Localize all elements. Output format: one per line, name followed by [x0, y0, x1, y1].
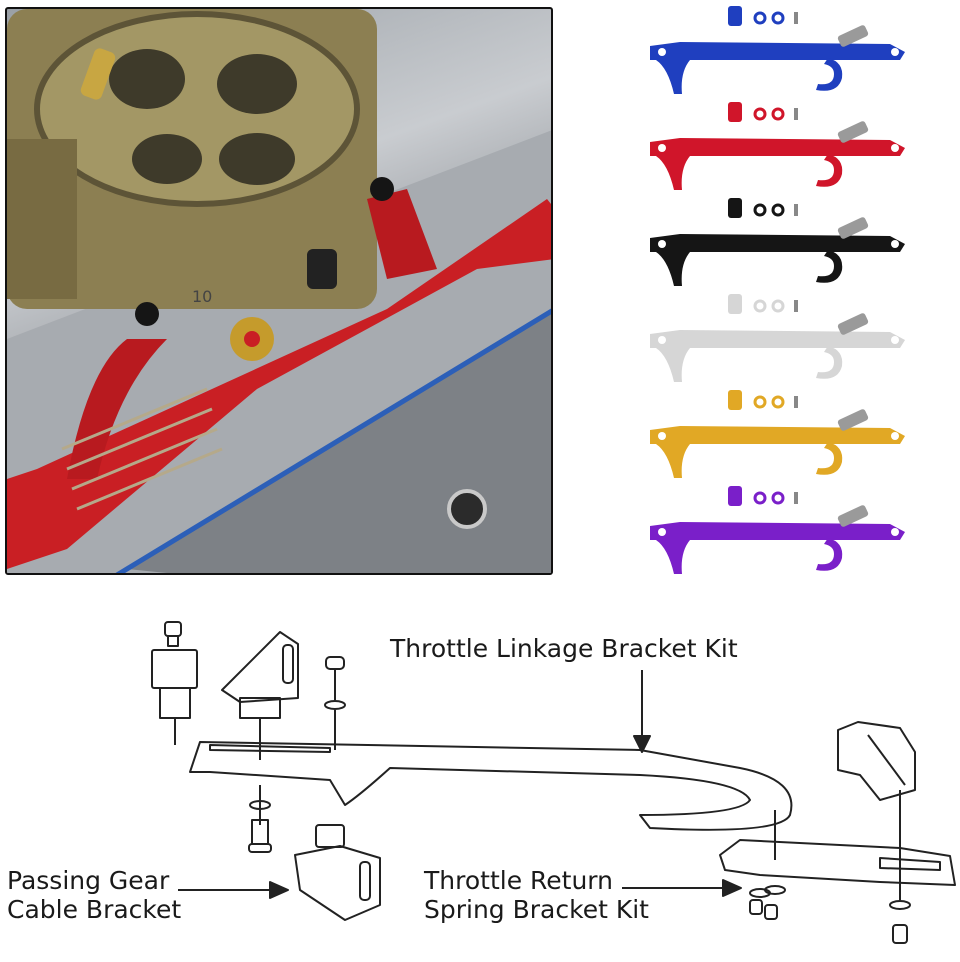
carburetor-flange	[34, 11, 360, 207]
manifold-stamp: 10	[192, 287, 212, 306]
throttle-cable-end	[307, 249, 337, 289]
bracket-swatch-blue	[620, 2, 940, 98]
fuel-bowl	[7, 139, 77, 299]
venturi-1	[109, 49, 185, 109]
bracket-swatch-red	[620, 98, 940, 194]
linkage-kit-label: Throttle Linkage Bracket Kit	[390, 634, 738, 663]
venturi-4	[219, 133, 295, 185]
bracket-nut-2	[370, 177, 394, 201]
passing-gear-arrow	[178, 881, 289, 899]
bottom-bolt	[248, 800, 272, 853]
triangle-bracket-top	[221, 631, 299, 719]
bracket-line-drawing	[151, 621, 956, 944]
venturi-2	[217, 54, 297, 114]
return-springs	[61, 387, 223, 511]
top-screw	[324, 656, 346, 710]
return-spring-label: Throttle Return Spring Bracket Kit	[424, 866, 649, 924]
return-spring-arrow	[622, 879, 742, 897]
passing-gear-bracket	[294, 824, 381, 921]
exploded-diagram: Throttle Linkage Bracket Kit Passing Gea…	[0, 600, 960, 957]
engine-photo-illustration: 10	[7, 9, 551, 573]
engine-photo: 10	[5, 7, 553, 575]
return-spring-plate	[719, 839, 956, 886]
passing-gear-label: Passing Gear Cable Bracket	[7, 866, 182, 924]
return-spring-upright	[837, 721, 916, 801]
top-bolt	[164, 621, 182, 647]
vent-tube	[80, 48, 116, 100]
main-linkage-plate	[189, 741, 793, 831]
bracket-swatch-silver	[620, 290, 940, 386]
assembly-guides	[174, 710, 901, 900]
color-options	[620, 0, 940, 600]
red-bracket-riser	[367, 189, 437, 279]
cable-stop-block	[151, 649, 198, 719]
bracket-swatch-gold	[620, 386, 940, 482]
bracket-nut	[135, 302, 159, 326]
linkage-pivot	[244, 331, 260, 347]
linkage-arrow	[633, 670, 651, 753]
spring-hardware	[749, 885, 911, 944]
red-bracket-arm	[67, 339, 167, 479]
venturi-3	[132, 134, 202, 184]
bracket-swatch-purple	[620, 482, 940, 578]
bracket-swatch-black	[620, 194, 940, 290]
red-linkage-bracket	[7, 199, 551, 569]
manifold-bolt-hole	[447, 489, 487, 529]
gasket-line	[115, 308, 551, 573]
